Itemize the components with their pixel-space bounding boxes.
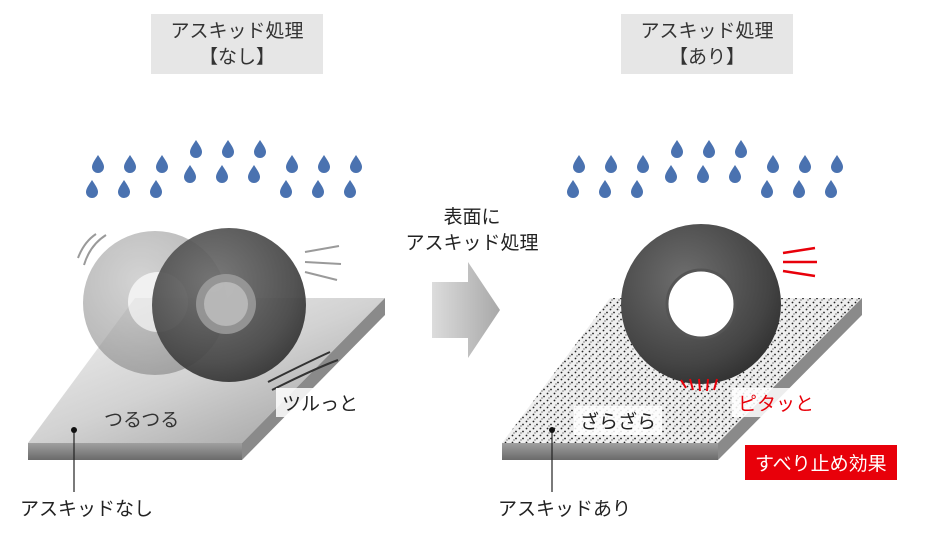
rough-surface-label: ざらざら	[574, 406, 663, 435]
effect-badge: すべり止め効果	[745, 445, 897, 480]
process-arrow	[432, 262, 500, 358]
gripping-tire	[621, 224, 781, 384]
slip-label: ツルっと	[276, 388, 365, 417]
caption-left: アスキッドなし	[20, 498, 154, 520]
title-right-line1: アスキッド処理	[640, 20, 774, 42]
title-left-line1: アスキッド処理	[170, 20, 304, 42]
title-right: アスキッド処理 【あり】	[621, 14, 793, 74]
title-left-line2: 【なし】	[198, 46, 275, 68]
raindrops-right	[567, 140, 843, 198]
process-label-line2: アスキッド処理	[405, 232, 539, 254]
raindrops-left	[86, 140, 362, 198]
process-label: 表面に アスキッド処理	[392, 204, 552, 256]
title-right-line2: 【あり】	[668, 46, 745, 68]
motion-lines	[77, 233, 342, 391]
grip-label: ピタッと	[732, 388, 821, 417]
title-left: アスキッド処理 【なし】	[151, 14, 323, 74]
smooth-surface-label: つるつる	[104, 409, 180, 431]
sliding-tire	[152, 228, 306, 382]
grip-lines	[680, 246, 817, 392]
caption-right: アスキッドあり	[498, 498, 632, 520]
caption-pointers	[73, 430, 553, 492]
process-label-line1: 表面に	[443, 206, 501, 228]
